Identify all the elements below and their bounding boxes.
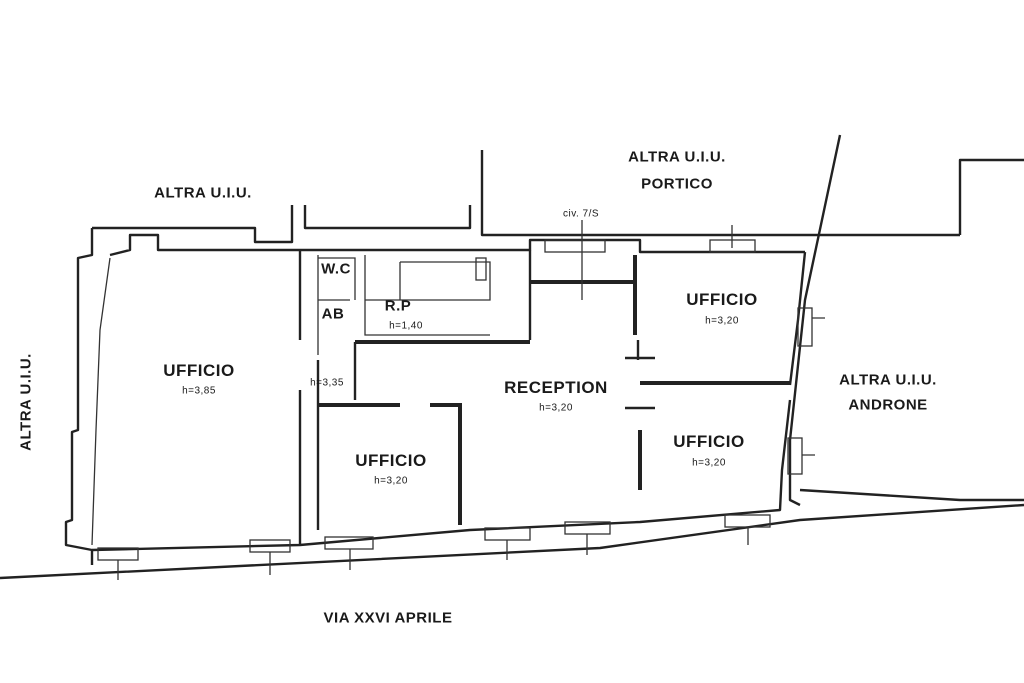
room-name: R.P: [384, 297, 412, 315]
windows: [97, 220, 825, 580]
label-portico: PORTICO: [641, 175, 713, 193]
street-line: [0, 503, 1024, 580]
room-name: RECEPTION: [504, 378, 608, 397]
label-androne: ANDRONE: [848, 396, 928, 414]
label-street: VIA XXVI APRILE: [323, 609, 453, 627]
room-height: h=3,20: [705, 315, 739, 327]
room-height: h=3,20: [539, 402, 573, 414]
left-office-wall: [91, 257, 111, 546]
room-height: h=3,85: [182, 385, 216, 397]
label-altra-left: ALTRA U.I.U.: [17, 353, 35, 451]
wc-block: [317, 255, 491, 355]
room-height: h=3,20: [374, 475, 408, 487]
room-name: UFFICIO: [163, 361, 235, 380]
room-height: h=3,20: [692, 457, 726, 469]
room-height: h=1,40: [389, 320, 423, 332]
room-name: AB: [321, 305, 345, 323]
room-height: h=3,35: [310, 377, 344, 389]
label-altra-right: ALTRA U.I.U.: [839, 371, 937, 389]
room-name: UFFICIO: [686, 290, 758, 309]
label-altra-top-left: ALTRA U.I.U.: [154, 184, 252, 202]
label-altra-top-right: ALTRA U.I.U.: [628, 148, 726, 166]
room-name: UFFICIO: [355, 451, 427, 470]
partition-walls: [316, 250, 655, 530]
outer-wall: [64, 134, 1024, 565]
room-name: UFFICIO: [673, 432, 745, 451]
room-name: W.C: [321, 260, 351, 278]
label-civ: civ. 7/S: [562, 208, 600, 220]
wc-fixture: [475, 257, 487, 281]
